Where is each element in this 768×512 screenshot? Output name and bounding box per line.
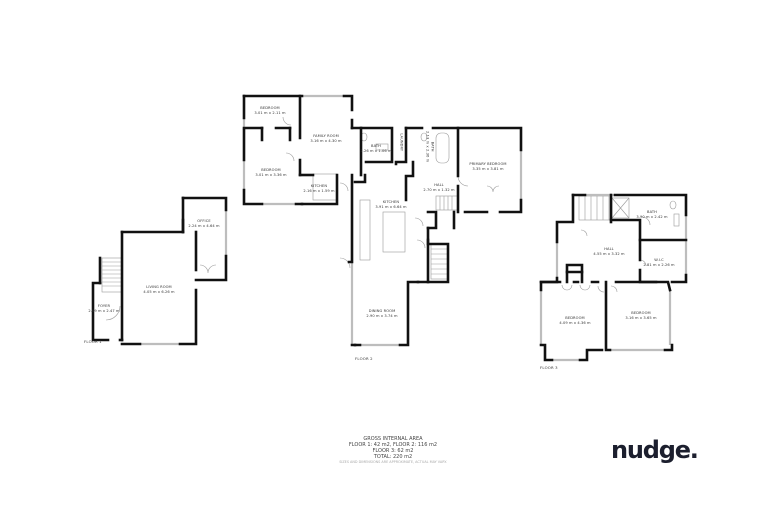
stairs-floor2-upper — [435, 195, 459, 211]
toilet — [669, 200, 677, 210]
floor-label-1: FLOOR 1 — [84, 339, 102, 344]
room-label-wic: W.I.C 2.81 m x 2.26 m — [643, 258, 675, 267]
gia-title: GROSS INTERNAL AREA — [363, 436, 423, 442]
gross-internal-area: GROSS INTERNAL AREA FLOOR 1: 42 m2, FLOO… — [339, 436, 447, 465]
walls — [91, 94, 688, 362]
room-label-foyer: FOYER 2.89 m x 2.47 m — [88, 304, 120, 313]
room-label-family-room: FAMILY ROOM 3.16 m x 4.30 m — [310, 134, 342, 143]
kitchen-counter — [359, 199, 371, 261]
room-label-kitchen: KITCHEN 3.91 m x 6.64 m — [375, 200, 407, 209]
room-label-hall: HALL 2.70 m x 1.32 m — [423, 183, 455, 192]
gia-total: TOTAL: 220 m2 — [373, 454, 413, 460]
stairs-floor3 — [578, 195, 610, 221]
room-label-living-room: LIVING ROOM 4.05 m x 6.26 m — [143, 285, 175, 294]
nudge-logo: nudge. — [611, 436, 699, 464]
room-label-kitchen-small: KITCHEN 2.16 m x 1.59 m — [303, 184, 335, 193]
fixtures — [101, 116, 680, 321]
stairs-floor1 — [101, 257, 123, 293]
room-label-hall-floor3: HALL 4.55 m x 3.32 m — [593, 247, 625, 256]
kitchen-island — [382, 211, 406, 253]
room-label-bath-floor3: BATH 3.90 m x 2.42 m — [636, 210, 668, 219]
room-label-bedroom-floor3: BEDROOM 4.09 m x 4.36 m — [559, 316, 591, 325]
room-label-office: OFFICE 2.24 m x 4.64 m — [188, 219, 220, 228]
room-label-bedroom-floor3-2: BEDROOM 3.16 m x 3.65 m — [625, 311, 657, 320]
floor-label-3: FLOOR 3 — [540, 365, 558, 370]
gia-line2: FLOOR 3: 62 m2 — [372, 448, 414, 454]
windows — [140, 94, 688, 362]
vanity — [673, 213, 680, 227]
sink — [375, 143, 389, 151]
room-label-primary-bedroom: PRIMARY BEDROOM 3.35 m x 3.81 m — [469, 162, 507, 171]
room-label-bath-2: BATH 2.13 m x 2.36 m — [426, 130, 435, 163]
shower — [611, 197, 630, 219]
room-label-bedroom: BEDROOM 3.01 m x 2.11 m — [254, 106, 286, 115]
room-label-bath: BATH 2.26 m x 1.06 m — [360, 144, 392, 153]
floor-label-2: FLOOR 2 — [355, 356, 373, 361]
gia-disclaimer: SIZES AND DIMENSIONS ARE APPROXIMATE, AC… — [339, 460, 447, 464]
stairs-floor2-lower — [430, 243, 449, 280]
toilet — [420, 132, 428, 142]
room-label-dining-room: DINING ROOM 2.90 m x 3.74 m — [366, 309, 398, 318]
room-label-bedroom-2: BEDROOM 3.01 m x 3.36 m — [255, 168, 287, 177]
gia-line1: FLOOR 1: 42 m2, FLOOR 2: 116 m2 — [348, 442, 438, 448]
door-swing — [105, 305, 121, 321]
bathtub — [435, 132, 450, 164]
room-label-laundry: LAUNDRY — [399, 133, 404, 152]
